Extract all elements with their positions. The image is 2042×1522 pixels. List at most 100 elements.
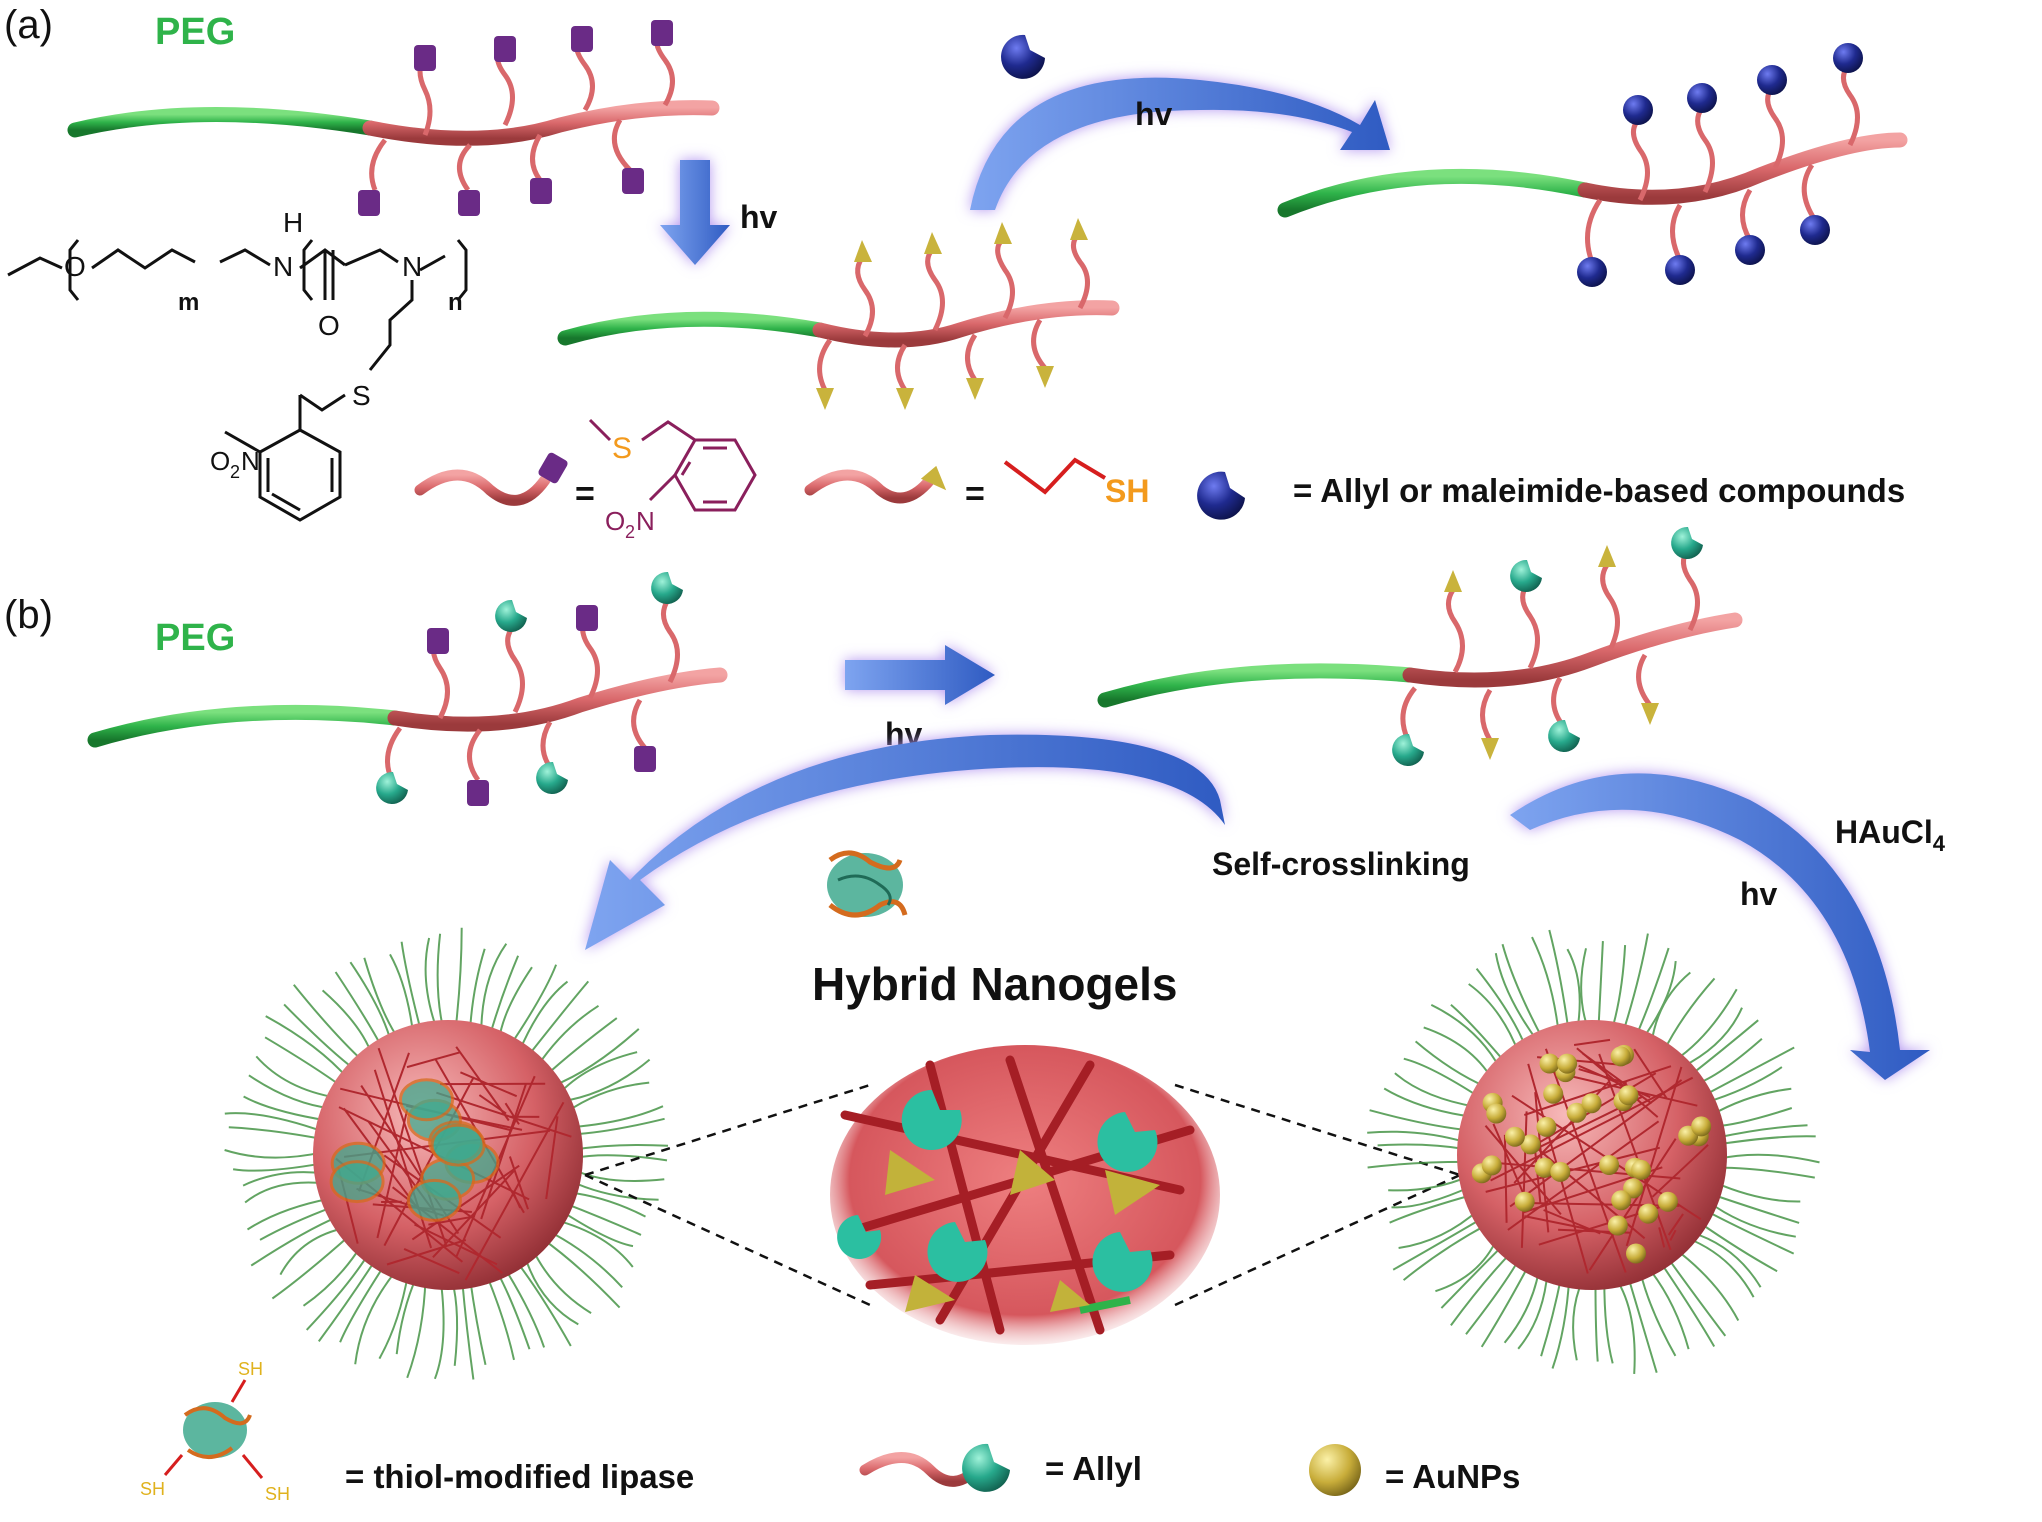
thiol-wedge	[1105, 1170, 1160, 1215]
reaction-arrow-down	[660, 160, 730, 265]
peg-strand	[508, 964, 558, 1047]
legend-allyl-maleimide: = Allyl or maleimide-based compounds	[1293, 472, 1905, 509]
peg-block	[1097, 663, 1418, 708]
peg-strand	[557, 1051, 638, 1096]
polymer-b-start	[87, 571, 728, 806]
peg-strand	[572, 1154, 668, 1162]
peg-strand	[559, 1209, 634, 1248]
crosslink	[411, 1164, 520, 1241]
peg-strand	[436, 933, 445, 1031]
aunp	[1543, 1083, 1564, 1104]
allyl-wedge	[927, 1222, 988, 1282]
peg-strand	[569, 1105, 664, 1129]
nitrobenzyl-cap	[634, 746, 656, 772]
thiol-arrowhead	[924, 232, 942, 254]
thiol-wedge	[885, 1150, 935, 1195]
peg-strand	[1440, 1243, 1506, 1309]
aunp	[1610, 1046, 1631, 1067]
arrow-right-hv: hv	[845, 645, 995, 752]
svg-text:m: m	[178, 289, 199, 316]
thiol-arrowhead	[1641, 703, 1659, 725]
peg-strand	[1597, 941, 1604, 1031]
maleimide-compound	[1001, 34, 1045, 79]
peg-block	[1277, 168, 1593, 218]
hv-label: hv	[1135, 96, 1173, 132]
peg-strand	[242, 1171, 325, 1187]
allyl-group	[1548, 719, 1580, 752]
thiol-arrowhead	[1444, 570, 1462, 592]
crosslink	[1633, 1048, 1668, 1099]
thiol-arrowhead	[1481, 738, 1499, 760]
svg-text:H: H	[283, 207, 303, 238]
legend-equals: =	[575, 475, 595, 513]
reaction-arrow-right	[845, 645, 995, 705]
peg-strand	[1638, 1270, 1677, 1357]
chemical-structure	[7, 239, 468, 522]
thiol-arrowhead	[1598, 545, 1616, 567]
zoom-line	[1174, 1083, 1461, 1307]
nitrobenzyl-cap	[427, 628, 449, 654]
peg-strand	[485, 1273, 515, 1361]
svg-text:N: N	[241, 446, 260, 476]
svg-text:N: N	[273, 251, 293, 282]
nitrobenzyl-cap	[458, 190, 480, 216]
aunp	[1626, 1243, 1646, 1264]
nitrobenzyl-cap	[576, 605, 598, 631]
peg-strand	[228, 1126, 325, 1141]
peg-strand	[1674, 1247, 1740, 1321]
aunp	[1481, 1155, 1502, 1176]
conjugated-sphere	[1735, 235, 1765, 265]
peg-strand	[255, 1055, 338, 1099]
reaction-arrow-curved	[970, 77, 1390, 210]
peg-strand	[1716, 1135, 1816, 1146]
nitrobenzyl-cap	[358, 190, 380, 216]
panel-b-peg-label: PEG	[155, 617, 235, 659]
lipase-molecule	[399, 1078, 454, 1122]
peg-strand	[461, 1279, 475, 1380]
conjugated-sphere	[1687, 83, 1717, 113]
zoom-bubble	[830, 1045, 1220, 1345]
peg-strand	[1688, 1019, 1759, 1078]
crosslink	[1543, 1209, 1601, 1235]
svg-text:S: S	[352, 380, 371, 411]
peg-strand	[1710, 1193, 1800, 1224]
peg-strand	[354, 1268, 399, 1365]
self-crosslinking-label: Self-crosslinking	[1212, 846, 1470, 882]
peg-strand	[400, 941, 423, 1034]
svg-text:n: n	[448, 289, 463, 316]
arrow-down-hv: hv	[660, 160, 778, 265]
allyl-wedge	[837, 1215, 882, 1259]
legend-lipase-icon: SH SH SH	[140, 1359, 290, 1504]
haucl4-label: HAuCl4	[1835, 814, 1946, 856]
crosslink	[1625, 1066, 1683, 1247]
peg-strand	[1501, 943, 1545, 1041]
crosslink	[512, 1191, 522, 1209]
crosslink	[1520, 1111, 1528, 1248]
svg-text:O: O	[318, 310, 340, 341]
arrow-self-crosslinking: Self-crosslinking	[585, 734, 1470, 950]
allyl-group	[1510, 559, 1542, 592]
conjugated-sphere	[1577, 257, 1607, 287]
peg-strand	[339, 1262, 387, 1343]
arrow-haucl4: HAuCl4 hv	[1510, 773, 1946, 1080]
peg-strand	[1517, 1271, 1549, 1350]
peg-strand	[395, 1275, 418, 1355]
gold-nanoparticles	[1471, 1044, 1712, 1264]
peg-strand	[1673, 988, 1738, 1062]
panel-b-tag: (b)	[4, 593, 53, 637]
polypeptide-backbone	[812, 300, 1120, 348]
panel-a: (a) PEG	[4, 3, 1908, 542]
aunp	[1599, 1155, 1620, 1175]
thiol-arrowhead	[966, 378, 984, 400]
peg-corona	[224, 927, 669, 1380]
thiol-arrowhead	[1070, 218, 1088, 240]
allyl-group	[495, 599, 527, 632]
aunp	[1581, 1093, 1602, 1114]
crosslink	[460, 1071, 518, 1098]
peg-strand	[406, 1277, 427, 1379]
crosslink	[1658, 1227, 1666, 1248]
peg-strand	[1580, 948, 1590, 1031]
peg-strand	[1480, 1262, 1531, 1348]
polypeptide-backbone	[362, 100, 720, 146]
peg-strand	[1367, 1130, 1468, 1144]
